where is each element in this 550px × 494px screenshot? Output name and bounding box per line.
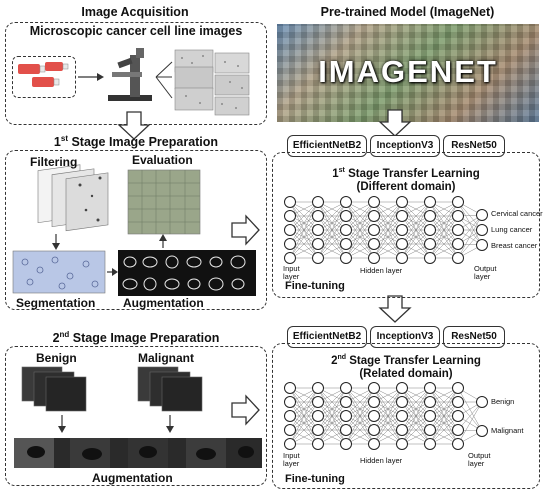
flask-box bbox=[12, 56, 76, 98]
model-efficientnetb2-1: EfficientNetB2 bbox=[287, 135, 367, 157]
model-efficientnetb2-2: EfficientNetB2 bbox=[287, 326, 367, 348]
output-layer-label-1: Output layer bbox=[474, 264, 497, 281]
benign-label: Benign bbox=[36, 351, 77, 365]
stage2-transfer-title: 2nd Stage Transfer Learning (Related dom… bbox=[331, 354, 481, 380]
model-resnet50-2: ResNet50 bbox=[443, 326, 505, 348]
input-layer-label-1: Input layer bbox=[283, 264, 300, 281]
imagenet-logo: IMAGENET bbox=[318, 54, 498, 89]
stage1-preparation-box bbox=[5, 150, 267, 310]
stage2-preparation-title: 2nd Stage Image Preparation bbox=[52, 330, 220, 346]
stage2-transfer-box bbox=[272, 343, 540, 489]
image-acquisition-title: Image Acquisition bbox=[81, 5, 189, 19]
hidden-layer-label-2: Hidden layer bbox=[360, 456, 403, 465]
hidden-layer-label-1: Hidden layer bbox=[360, 266, 403, 275]
stage1-transfer-title: 1st Stage Transfer Learning (Different d… bbox=[332, 167, 480, 193]
input-layer-label-2: Input layer bbox=[283, 451, 300, 468]
segmentation-label: Segmentation bbox=[16, 296, 96, 310]
model-inceptionv3-1: InceptionV3 bbox=[370, 135, 440, 157]
output-benign: Benign bbox=[491, 397, 515, 406]
augmentation-label-2: Augmentation bbox=[92, 471, 173, 485]
output-cervical: Cervical cancer bbox=[491, 209, 543, 218]
imagenet-mosaic-image: IMAGENET bbox=[277, 24, 539, 122]
fine-tuning-label-1: Fine-tuning bbox=[285, 280, 345, 292]
model-inceptionv3-2: InceptionV3 bbox=[370, 326, 440, 348]
augmentation-label: Augmentation bbox=[123, 296, 204, 310]
evaluation-label: Evaluation bbox=[132, 153, 193, 167]
microscopic-subtitle: Microscopic cancer cell line images bbox=[29, 24, 243, 38]
fine-tuning-label-2: Fine-tuning bbox=[285, 473, 345, 485]
output-breast: Breast cancer bbox=[491, 241, 538, 250]
stage2-preparation-box bbox=[5, 346, 267, 486]
stage1-preparation-title: 1st Stage Image Preparation bbox=[53, 134, 219, 150]
output-lung: Lung cancer bbox=[491, 225, 533, 234]
pretrained-model-title: Pre-trained Model (ImageNet) bbox=[320, 5, 495, 19]
model-resnet50-1: ResNet50 bbox=[443, 135, 505, 157]
filtering-label: Filtering bbox=[30, 155, 78, 169]
stage1-transfer-box bbox=[272, 152, 540, 298]
malignant-label: Malignant bbox=[138, 351, 194, 365]
output-malignant: Malignant bbox=[491, 426, 524, 435]
down-arrow-icon bbox=[378, 295, 412, 323]
output-layer-label-2: Output layer bbox=[468, 451, 491, 468]
